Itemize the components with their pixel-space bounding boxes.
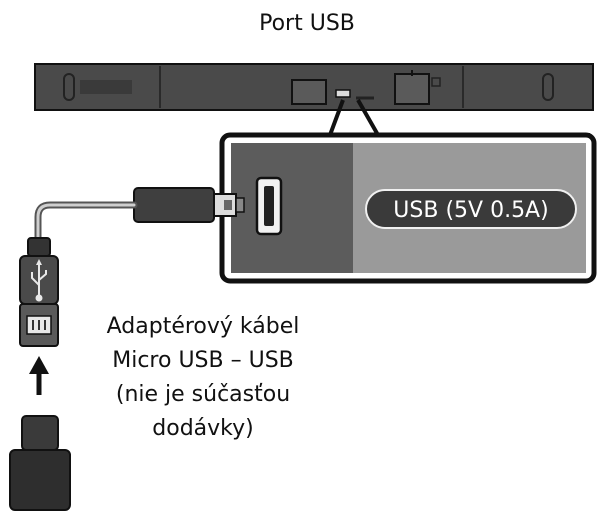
caption-line: (nie je súčasťou (116, 382, 290, 407)
arrow-up-icon (29, 356, 49, 395)
usb-adapter (19, 237, 59, 347)
port-spec-label: USB (5V 0.5A) (393, 198, 548, 223)
diagram-title: Port USB (259, 11, 355, 36)
usb-device-plug (9, 415, 71, 511)
port-spec-badge: USB (5V 0.5A) (365, 189, 577, 229)
micro-usb-plug (133, 187, 245, 223)
cable-caption: Adaptérový kábel Micro USB – USB (nie je… (107, 314, 300, 441)
caption-line: Micro USB – USB (112, 348, 294, 373)
usb-trident-icon (31, 259, 47, 302)
caption-line: dodávky) (152, 416, 253, 441)
cable (34, 201, 138, 244)
soundbar (34, 63, 594, 111)
caption-line: Adaptérový kábel (107, 314, 300, 339)
